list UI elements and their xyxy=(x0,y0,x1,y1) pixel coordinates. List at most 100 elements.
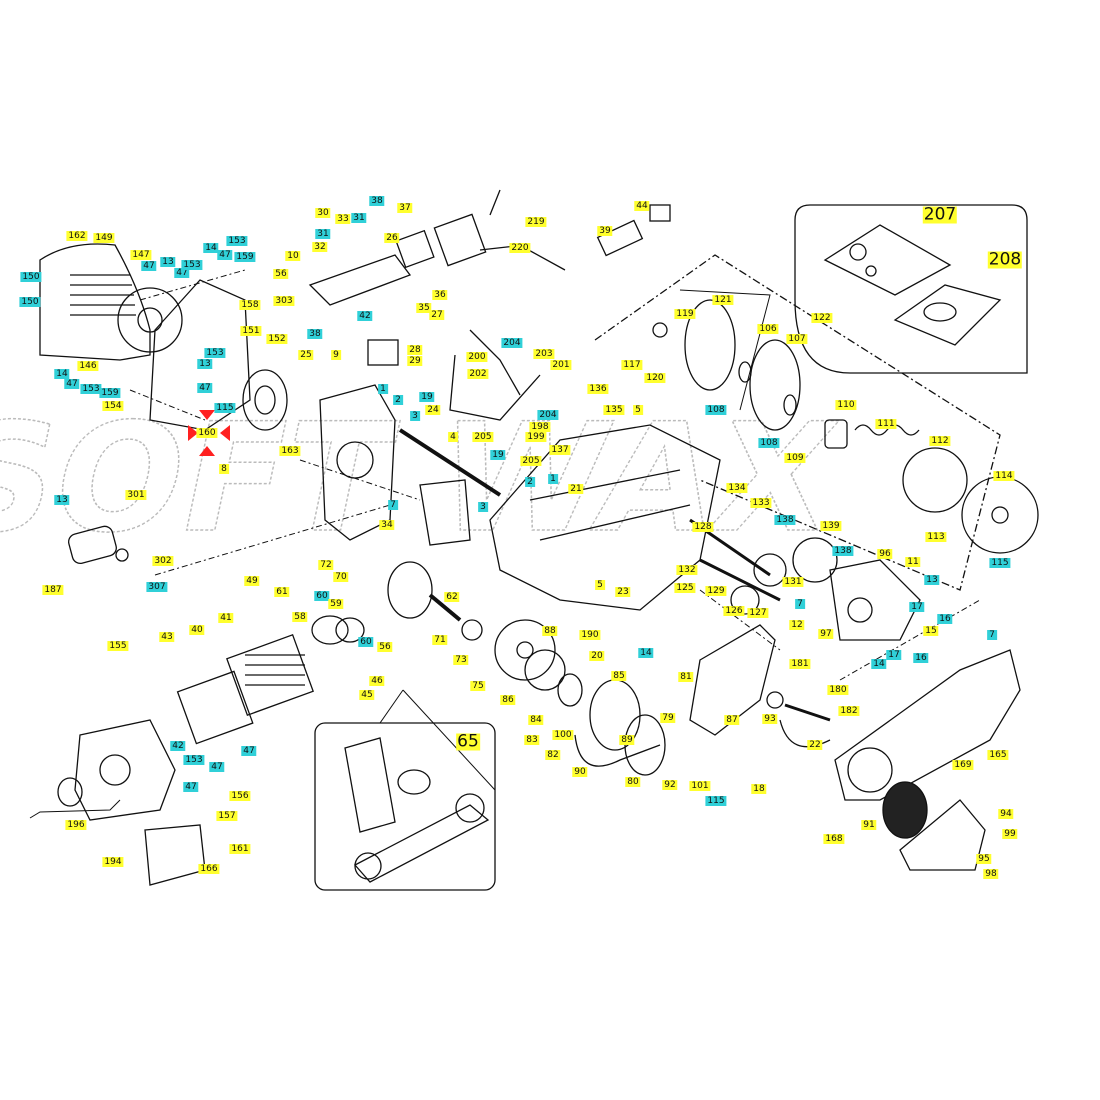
part-callout-83: 83 xyxy=(524,735,540,745)
part-callout-2: 2 xyxy=(525,477,535,487)
part-callout-115: 115 xyxy=(214,403,236,413)
part-callout-138: 138 xyxy=(774,515,796,525)
part-callout-12: 12 xyxy=(789,620,805,630)
part-callout-208: 208 xyxy=(987,249,1023,270)
watermark-text: SOFT WAX xyxy=(0,390,851,567)
clutch-fan-80 xyxy=(624,714,666,776)
part-callout-56: 56 xyxy=(273,269,289,279)
part-callout-131: 131 xyxy=(782,577,804,587)
part-callout-14: 14 xyxy=(871,659,887,669)
shaft xyxy=(398,428,502,497)
filter-element-91 xyxy=(882,781,928,839)
part-callout-47: 47 xyxy=(197,383,213,393)
carburetor xyxy=(433,213,487,267)
cylinder xyxy=(226,634,314,716)
part-callout-49: 49 xyxy=(244,576,260,586)
part-callout-203: 203 xyxy=(533,349,555,359)
part-callout-25: 25 xyxy=(298,350,314,360)
part-callout-219: 219 xyxy=(525,217,547,227)
part-callout-113: 113 xyxy=(925,532,947,542)
part-callout-127: 127 xyxy=(747,608,769,618)
part-callout-153: 153 xyxy=(204,348,226,358)
part-callout-94: 94 xyxy=(998,809,1014,819)
part-callout-137: 137 xyxy=(549,445,571,455)
fan-cover xyxy=(39,243,151,361)
part-callout-71: 71 xyxy=(432,635,448,645)
part-callout-2: 2 xyxy=(393,395,403,405)
part-callout-155: 155 xyxy=(107,641,129,651)
part-callout-3: 3 xyxy=(478,502,488,512)
part-callout-15: 15 xyxy=(923,626,939,636)
part-callout-70: 70 xyxy=(333,572,349,582)
part-callout-7: 7 xyxy=(388,500,398,510)
part-callout-10: 10 xyxy=(285,251,301,261)
part-callout-303: 303 xyxy=(273,296,295,306)
part-callout-47: 47 xyxy=(209,762,225,772)
part-callout-27: 27 xyxy=(429,310,445,320)
part-callout-126: 126 xyxy=(723,606,745,616)
part-callout-8: 8 xyxy=(219,464,229,474)
cylinder-head xyxy=(176,670,254,745)
part-callout-302: 302 xyxy=(152,556,174,566)
air-box-94 xyxy=(899,799,986,871)
part-callout-207: 207 xyxy=(922,204,958,225)
part-callout-47: 47 xyxy=(64,379,80,389)
part-callout-194: 194 xyxy=(102,857,124,867)
part-callout-136: 136 xyxy=(587,384,609,394)
part-callout-139: 139 xyxy=(820,521,842,531)
part-callout-204: 204 xyxy=(501,338,523,348)
part-callout-158: 158 xyxy=(239,300,261,310)
part-callout-121: 121 xyxy=(712,295,734,305)
part-callout-31: 31 xyxy=(351,213,367,223)
part-callout-97: 97 xyxy=(818,629,834,639)
part-callout-5: 5 xyxy=(595,580,605,590)
conrod-inset-box xyxy=(314,722,496,891)
part-callout-14: 14 xyxy=(203,243,219,253)
part-callout-9: 9 xyxy=(331,350,341,360)
part-callout-149: 149 xyxy=(93,233,115,243)
stator xyxy=(242,369,288,431)
part-callout-16: 16 xyxy=(913,653,929,663)
part-callout-3: 3 xyxy=(410,411,420,421)
reed-valve xyxy=(367,339,399,366)
part-callout-18: 18 xyxy=(751,784,767,794)
part-callout-42: 42 xyxy=(357,311,373,321)
part-callout-24: 24 xyxy=(425,405,441,415)
part-callout-32: 32 xyxy=(312,242,328,252)
part-callout-95: 95 xyxy=(976,854,992,864)
part-callout-31: 31 xyxy=(315,229,331,239)
part-callout-162: 162 xyxy=(66,231,88,241)
part-callout-201: 201 xyxy=(550,360,572,370)
part-callout-165: 165 xyxy=(987,750,1009,760)
part-callout-100: 100 xyxy=(552,730,574,740)
clutch-spring xyxy=(854,424,920,436)
part-callout-11: 11 xyxy=(905,557,921,567)
part-callout-135: 135 xyxy=(603,405,625,415)
seal-kit-207 xyxy=(823,224,952,296)
part-callout-107: 107 xyxy=(786,334,808,344)
part-callout-47: 47 xyxy=(174,268,190,278)
gearbox-cover xyxy=(829,559,921,641)
part-callout-62: 62 xyxy=(444,592,460,602)
part-callout-198: 198 xyxy=(529,422,551,432)
part-callout-119: 119 xyxy=(674,309,696,319)
part-callout-85: 85 xyxy=(611,671,627,681)
part-callout-115: 115 xyxy=(989,558,1011,568)
part-callout-23: 23 xyxy=(615,587,631,597)
cylinder-cowl xyxy=(74,719,176,821)
highlight-arrows xyxy=(188,410,230,456)
clutch-plate xyxy=(902,447,968,513)
part-callout-22: 22 xyxy=(807,740,823,750)
part-callout-109: 109 xyxy=(784,453,806,463)
part-callout-35: 35 xyxy=(416,303,432,313)
part-callout-169: 169 xyxy=(952,760,974,770)
part-callout-99: 99 xyxy=(1002,829,1018,839)
part-callout-60: 60 xyxy=(314,591,330,601)
part-callout-43: 43 xyxy=(159,632,175,642)
part-callout-17: 17 xyxy=(909,602,925,612)
part-callout-122: 122 xyxy=(811,313,833,323)
part-callout-114: 114 xyxy=(993,471,1015,481)
part-callout-204: 204 xyxy=(537,410,559,420)
part-callout-47: 47 xyxy=(183,782,199,792)
